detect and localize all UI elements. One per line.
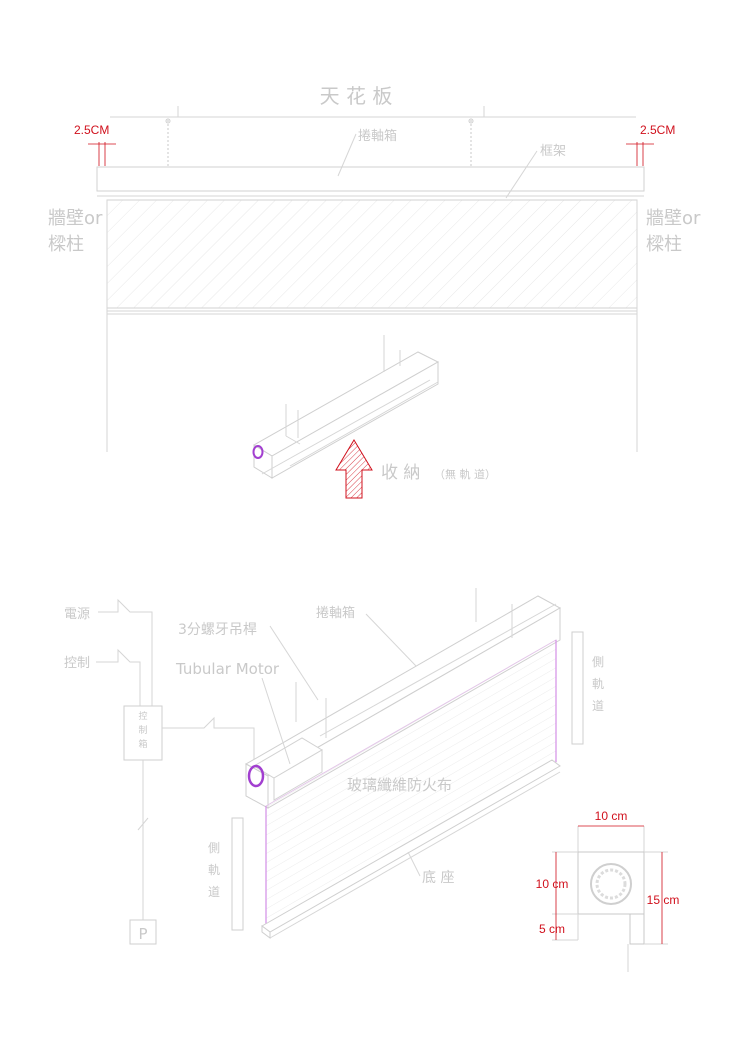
frame-leader — [505, 150, 538, 199]
motor-label: Tubular Motor — [175, 660, 280, 678]
wall-label-right-1: 牆壁or — [646, 208, 701, 229]
svg-text:道: 道 — [592, 699, 604, 713]
svg-text:道: 道 — [208, 885, 220, 899]
rod-label: 3分螺牙吊桿 — [178, 622, 257, 638]
control-system: 電源 控制 控 制 箱 P — [64, 598, 255, 945]
side-rail-right — [571, 631, 584, 745]
hanger-right — [468, 106, 485, 166]
motor-ring-icon — [247, 764, 265, 788]
section-detail: 10 cm 10 cm 5 cm 15 cm — [536, 809, 680, 972]
bottom-gap-label: 5 cm — [539, 922, 565, 936]
gap-right-label: 2.5CM — [640, 123, 675, 137]
svg-text:側: 側 — [592, 655, 604, 669]
svg-text:軌: 軌 — [208, 862, 220, 877]
wall-label-right-2: 樑柱 — [646, 234, 682, 255]
svg-text:軌: 軌 — [592, 676, 604, 691]
motor-cable — [162, 716, 255, 760]
wall-label-left-2: 樑柱 — [48, 234, 84, 255]
control-box-char-1: 控 — [138, 710, 147, 722]
front-elevation: 天 花 板 捲軸箱 框架 2.5CM 2.5CM — [48, 84, 701, 452]
retract-label: 收 納 — [381, 463, 420, 483]
rod-leader — [269, 625, 319, 701]
up-arrow-icon — [335, 439, 373, 499]
installed-unit — [231, 588, 584, 939]
side-rail-left — [231, 817, 244, 931]
roller-box-leader-top — [337, 133, 357, 177]
plug-label: P — [138, 925, 147, 943]
roller-box-label: 捲軸箱 — [316, 605, 355, 621]
frame-label: 框架 — [540, 144, 566, 159]
side-rail-left-label: 側 軌 道 — [208, 841, 220, 899]
roller-box-label-top: 捲軸箱 — [358, 128, 397, 144]
control-cable — [96, 648, 141, 706]
gap-left-dim — [88, 142, 116, 166]
svg-text:側: 側 — [208, 841, 220, 855]
total-height-label: 15 cm — [647, 893, 680, 907]
gap-right-dim — [626, 142, 654, 166]
base-label: 底 座 — [422, 870, 454, 886]
hanger-left — [165, 106, 179, 166]
no-rail-label: （無 軌 道） — [434, 467, 496, 481]
side-rail-right-label: 側 軌 道 — [592, 655, 604, 713]
motor-ring-icon-small — [252, 445, 264, 459]
width-label: 10 cm — [595, 809, 628, 823]
power-cable — [98, 598, 153, 706]
section-roller-icon — [590, 863, 632, 905]
plug-box — [129, 919, 157, 945]
motor-leader — [261, 677, 291, 765]
control-box-char-3: 箱 — [138, 738, 147, 750]
roller-box-front — [96, 166, 645, 192]
control-box-char-2: 制 — [138, 724, 147, 736]
base-leader — [407, 851, 421, 877]
roller-box-leader — [365, 613, 417, 667]
control-label: 控制 — [64, 656, 90, 671]
fabric-label: 玻璃纖維防火布 — [347, 776, 452, 794]
retracted-unit — [252, 335, 440, 479]
box-height-label: 10 cm — [536, 877, 569, 891]
rolled-curtain-front — [106, 199, 638, 309]
ceiling-label: 天 花 板 — [320, 84, 393, 108]
wall-label-left-1: 牆壁or — [48, 208, 103, 229]
power-label: 電源 — [64, 607, 90, 622]
gap-left-label: 2.5CM — [74, 123, 109, 137]
